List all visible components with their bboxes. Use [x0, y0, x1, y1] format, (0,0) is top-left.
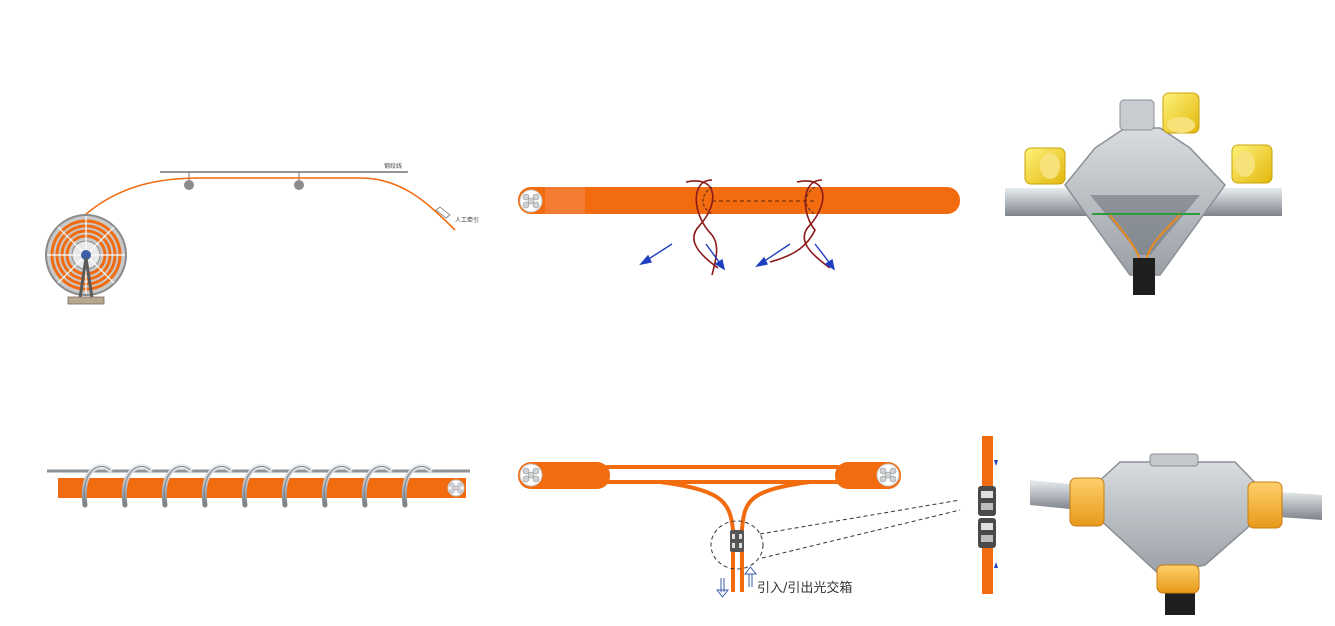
photo-joint-box-top — [1005, 92, 1282, 295]
panel-branch: 引入/引出光交箱 — [518, 462, 961, 598]
binding-wire — [695, 179, 718, 276]
panel-cable-reel: 钢绞线 人工牵引 — [45, 162, 479, 305]
detail-leader-line — [759, 499, 961, 535]
cable-reel-icon — [45, 214, 127, 305]
cable-end-fibers-icon — [519, 189, 543, 213]
up-arrow-icon — [994, 562, 998, 568]
cable-segment — [982, 436, 993, 486]
orange-cap-icon — [1247, 481, 1283, 529]
clamp-icon — [730, 530, 744, 552]
cable-body — [518, 187, 960, 214]
pulley-wheel — [184, 180, 194, 190]
steel-strand-rod — [1030, 480, 1080, 510]
cable-route — [84, 177, 456, 231]
up-arrow-icon — [743, 566, 758, 587]
cable-end-fibers-icon — [876, 463, 900, 487]
orange-cap-icon — [1069, 477, 1105, 527]
pull-arrow-icon — [435, 206, 451, 219]
detail-circle — [710, 520, 764, 570]
manual-pull-label: 人工牵引 — [455, 216, 479, 224]
pulley-wheel — [294, 180, 304, 190]
panel-spiral-wrap — [47, 463, 470, 508]
joint-box-body — [1094, 461, 1263, 576]
binding-wire — [769, 179, 823, 263]
yellow-cap-icon — [1024, 147, 1066, 185]
direction-arrows-icon — [639, 243, 836, 271]
cable-segment — [982, 548, 993, 594]
yellow-cap-icon — [1162, 92, 1200, 134]
branch-cable — [740, 480, 811, 592]
cable-body — [518, 462, 610, 489]
orange-cap-icon — [1156, 564, 1200, 594]
branch-cable — [659, 480, 735, 592]
binding-wire — [685, 180, 719, 269]
yellow-cap-icon — [1231, 144, 1273, 184]
drop-cable — [1133, 258, 1155, 295]
steel-strand-label: 钢绞线 — [384, 162, 402, 170]
detail-leader-line — [761, 509, 961, 559]
clamp-icon — [978, 486, 996, 548]
down-arrow-icon — [994, 460, 998, 466]
cable-end-fibers-icon — [519, 463, 543, 487]
cable-end-fibers-icon — [447, 479, 465, 497]
branch-caption: 引入/引出光交箱 — [757, 580, 852, 596]
down-arrow-icon — [715, 578, 730, 598]
binding-wire — [796, 180, 831, 269]
panel-clamp-detail — [978, 436, 998, 594]
panel-cable-binding — [518, 179, 960, 276]
photo-joint-box-bottom — [1030, 453, 1322, 615]
